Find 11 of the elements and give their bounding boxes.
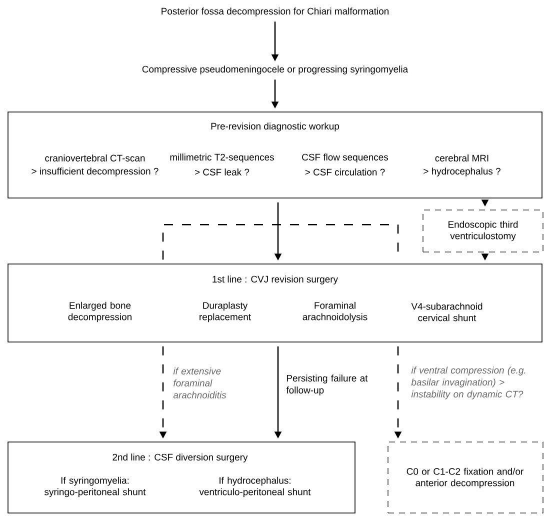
procedure-box: Endoscopic third ventriculostomy <box>422 210 544 252</box>
edge-label: Persisting failure at follow-up <box>286 374 368 396</box>
edge-label: if extensive foraminal arachnoiditis <box>173 368 226 398</box>
heading-text: Posterior fossa decompression for Chiari malformation <box>162 8 388 16</box>
procedure-box: C0 or C1-C2 fixation and/or anterior decompression <box>388 442 544 514</box>
loop-line <box>162 224 399 261</box>
surgery-box: 2nd line : CSF diversion surgery If syringomyelia: syringo-peritoneal shunt If hydrocephalus: ventriculo-peritoneal shunt <box>8 442 356 514</box>
condition-text: Compressive pseudomeningocele or progressing syringomyelia <box>142 66 408 74</box>
workup-box: Pre-revision diagnostic workup craniovertebral CT-scan > insufficient decompression ? millimetric T2-sequences > CSF leak ? CSF flow sequences > CSF circulation ? cerebral MRI > hydrocephalus ? <box>8 112 542 198</box>
edge-label: if ventral compression (e.g. basilar invagination) > instability on dynamic CT? <box>411 366 526 400</box>
surgery-box: 1st line : CVJ revision surgery Enlarged bone decompression Duraplasty replacement Foraminal arachnoidolysis V4-subarachnoid cervical shunt <box>8 264 542 342</box>
